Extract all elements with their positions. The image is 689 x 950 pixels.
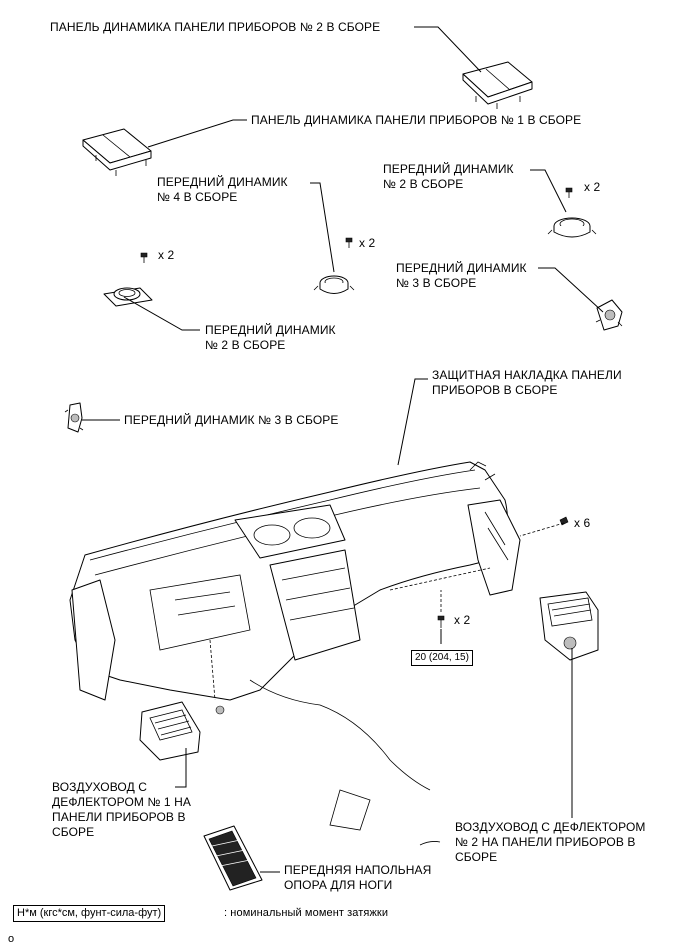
label-front-speaker-4: ПЕРЕДНИЙ ДИНАМИК № 4 В СБОРЕ [157,175,288,204]
bolt-x6-drawing [519,516,569,537]
fastener-count-speaker-4: x 2 [359,236,376,250]
leader-lines [82,26,604,873]
label-footrest: ПЕРЕДНЯЯ НАПОЛЬНАЯ ОПОРА ДЛЯ НОГИ [284,863,432,892]
duct-2-drawing [539,591,599,661]
footer-mark: o [8,933,15,945]
legend-unit-box: Н*м (кгс*см, фунт-сила-фут) [13,905,166,922]
label-front-speaker-2-right: ПЕРЕДНИЙ ДИНАМИК № 2 В СБОРЕ [383,162,514,191]
fastener-count-speaker-2-right: x 2 [584,180,601,194]
fastener-count-bolt-x6: x 6 [574,516,591,530]
instrument-panel-drawing [69,461,521,846]
front-speaker-4-drawing [313,237,355,294]
torque-value-box: 20 (204, 15) [411,650,473,666]
legend-description: : номинальный момент затяжки [224,907,389,919]
front-speaker-2-left-drawing [103,252,153,307]
label-front-speaker-2-left: ПЕРЕДНИЙ ДИНАМИК № 2 В СБОРЕ [205,323,336,352]
panel-speaker-1-drawing [82,128,152,176]
front-speaker-3-right-drawing [595,299,623,331]
footrest-drawing [203,825,263,891]
fastener-count-speaker-2-left: x 2 [158,248,175,262]
fastener-count-bolt-x2: x 2 [454,613,471,627]
label-safety-pad: ЗАЩИТНАЯ НАКЛАДКА ПАНЕЛИ ПРИБОРОВ В СБОР… [432,368,622,397]
label-duct-2: ВОЗДУХОВОД С ДЕФЛЕКТОРОМ № 2 НА ПАНЕЛИ П… [455,820,646,864]
label-front-speaker-3-left: ПЕРЕДНИЙ ДИНАМИК № 3 В СБОРЕ [124,413,339,427]
front-speaker-2-right-drawing [547,187,597,238]
label-panel-speaker-1: ПАНЕЛЬ ДИНАМИКА ПАНЕЛИ ПРИБОРОВ № 1 В СБ… [251,113,582,127]
label-front-speaker-3-right: ПЕРЕДНИЙ ДИНАМИК № 3 В СБОРЕ [396,261,527,290]
duct-1-drawing [139,701,201,761]
front-speaker-3-left-drawing [64,402,84,433]
bolt-x2-pad-drawing [437,590,445,628]
panel-speaker-2-drawing [462,61,533,109]
label-panel-speaker-2: ПАНЕЛЬ ДИНАМИКА ПАНЕЛИ ПРИБОРОВ № 2 В СБ… [50,20,381,34]
label-duct-1: ВОЗДУХОВОД С ДЕФЛЕКТОРОМ № 1 НА ПАНЕЛИ П… [52,780,191,839]
